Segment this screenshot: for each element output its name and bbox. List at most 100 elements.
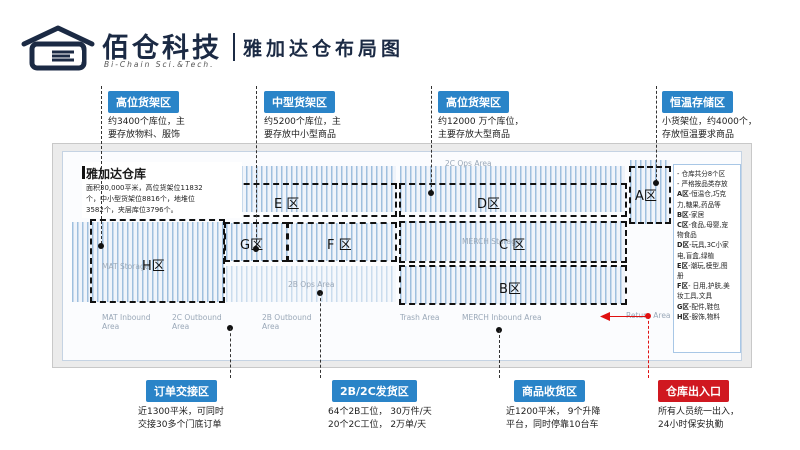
legend-item: D区-玩具,3C小家: [677, 240, 737, 250]
legend-item: 电,盲盒,绿植: [677, 251, 737, 261]
page-title: 雅加达仓布局图: [243, 38, 405, 60]
desc-line: 平台，同时停靠10台车: [506, 420, 599, 430]
zone-h: H区: [90, 219, 225, 303]
legend-text: 物食品: [677, 231, 697, 240]
brand-name: 佰仓科技: [102, 33, 222, 64]
rack-block-2b-ops: [226, 266, 396, 302]
connector-line: [499, 330, 500, 378]
desc-line: 存放恒温要求商品: [662, 130, 735, 140]
callout-entrance-desc: 所有人员统一出入， 24小时保安执勤: [658, 406, 739, 432]
zone-a-label: A区: [635, 189, 657, 204]
brand-subtitle: Bi-Chain Sci.&Tech.: [104, 60, 215, 69]
connector-dot: [428, 190, 434, 196]
legend-text: - 日用,护肤,美: [688, 282, 730, 291]
legend-key: E区: [677, 261, 689, 270]
floor-label-2b-ops: 2B Ops Area: [288, 280, 335, 289]
legend-key: G区: [677, 302, 690, 311]
connector-dot: [253, 246, 259, 252]
legend-key: A区: [677, 190, 689, 199]
connector-dot: [98, 243, 104, 249]
callout-mid-rack-desc: 约5200个库位，主 要存放中小型商品: [264, 116, 341, 142]
legend-text: - 严格按品类存放: [677, 180, 728, 189]
callout-order-handover-desc: 近1300平米，可同时 交接30多个门底订单: [138, 406, 224, 432]
desc-line: 要存放中小型商品: [264, 130, 337, 140]
legend-key: B区: [677, 210, 689, 219]
zone-legend: - 仓库共分8个区 - 严格按品类存放 A区-恒温仓,巧克 力,糖果,药品等 B…: [673, 164, 741, 353]
desc-line: 约5200个库位，主: [264, 117, 341, 127]
legend-key: F区: [677, 282, 689, 291]
floor-label-mat-storage: MAT Storage: [102, 262, 150, 271]
callout-high-rack-right-title: 高位货架区: [438, 91, 509, 113]
desc-line: 24小时保安执勤: [658, 420, 724, 430]
connector-line: [230, 328, 231, 378]
desc-line: 要存放物料、服饰: [108, 130, 181, 140]
floor-label-2b-outbound-area: Area: [262, 322, 280, 331]
zone-f-label: F 区: [327, 238, 352, 253]
desc-line: 近1200平米， 9个升降: [506, 407, 601, 417]
callout-receiving-title: 商品收货区: [514, 380, 585, 402]
desc-line: 交接30多个门底订单: [138, 420, 222, 430]
title-divider: [233, 33, 235, 61]
callout-dispatch-title: 2B/2C发货区: [332, 380, 417, 402]
floor-label-trash: Trash Area: [400, 313, 440, 322]
floor-label-mat-inbound: MAT Inbound: [102, 313, 151, 322]
zone-b: B区: [399, 265, 627, 305]
connector-line: [431, 86, 432, 192]
legend-item: - 严格按品类存放: [677, 179, 737, 189]
info-line: 面积30,000平米，高位货架位11832: [86, 184, 203, 192]
callout-order-handover-title: 订单交接区: [146, 380, 217, 402]
legend-text: -恒温仓,巧克: [688, 190, 727, 199]
desc-line: 约3400个库位，主: [108, 117, 185, 127]
legend-text: 册: [677, 272, 684, 281]
warehouse-info: 雅加达仓库 面积30,000平米，高位货架位11832 个，中小型货架位8816…: [82, 162, 242, 218]
legend-text: 电,盲盒,绿植: [677, 251, 715, 260]
legend-text: -家居: [688, 210, 705, 219]
floor-label-mat-inbound-area: Area: [102, 322, 120, 331]
legend-item: 物食品: [677, 230, 737, 240]
legend-text: -配件,鞋包: [689, 302, 720, 311]
zone-e-label: E 区: [274, 197, 300, 212]
zone-f: F 区: [287, 222, 397, 262]
info-line: 个，中小型货架位8816个，地堆位: [86, 195, 195, 203]
callout-mid-rack-title: 中型货架区: [264, 91, 335, 113]
entrance-arrow-line: [606, 316, 646, 317]
rack-block-e: [226, 166, 396, 212]
warehouse-info-text: 面积30,000平米，高位货架位11832 个，中小型货架位8816个，地堆位 …: [86, 183, 203, 216]
zone-c: C 区: [399, 221, 627, 263]
zone-d: D区: [399, 183, 627, 217]
connector-line: [101, 86, 102, 244]
callout-dispatch-desc: 64个2B工位， 30万件/天 20个2C工位， 2万单/天: [328, 406, 432, 432]
info-accent-bar: [82, 166, 85, 179]
legend-item: - 仓库共分8个区: [677, 169, 737, 179]
callout-constant-temp-title: 恒温存储区: [662, 91, 733, 113]
legend-item: F区- 日用,护肤,美: [677, 281, 737, 291]
floor-label-2c-outbound-area: Area: [172, 322, 190, 331]
zone-e: E 区: [224, 183, 397, 217]
floor-label-2c-ops: 2C Ops Area: [445, 159, 492, 168]
callout-constant-temp-desc: 小货架位，约4000个， 存放恒温要求商品: [662, 116, 757, 142]
rack-block-c: [400, 221, 625, 261]
floor-label-2c-outbound: 2C Outbound: [172, 313, 222, 322]
legend-text: -食品,母婴,宠: [688, 221, 728, 230]
legend-key: D区: [677, 241, 690, 250]
zone-d-label: D区: [477, 197, 501, 212]
legend-item: 妆工具,文具: [677, 291, 737, 301]
rack-block-a: [630, 160, 670, 224]
legend-item: E区-潮玩,模型,图: [677, 261, 737, 271]
desc-line: 约12000 万个库位，: [438, 117, 524, 127]
legend-item: H区-服饰,物料: [677, 312, 737, 322]
desc-line: 64个2B工位， 30万件/天: [328, 407, 432, 417]
legend-item: B区-家居: [677, 210, 737, 220]
legend-text: -服饰,物料: [689, 312, 720, 321]
legend-text: -玩具,3C小家: [689, 241, 729, 250]
floor-label-2b-outbound: 2B Outbound: [262, 313, 312, 322]
callout-receiving-desc: 近1200平米， 9个升降 平台，同时停靠10台车: [506, 406, 601, 432]
entrance-arrow-icon: [600, 312, 610, 321]
desc-line: 近1300平米，可同时: [138, 407, 224, 417]
zone-b-label: B区: [499, 282, 521, 297]
floor-label-merch-storage: MERCH Storage: [462, 237, 521, 246]
legend-text: -潮玩,模型,图: [688, 261, 728, 270]
callout-high-rack-left-title: 高位货架区: [108, 91, 179, 113]
legend-key: H区: [677, 312, 690, 321]
warehouse-info-title: 雅加达仓库: [86, 167, 147, 181]
